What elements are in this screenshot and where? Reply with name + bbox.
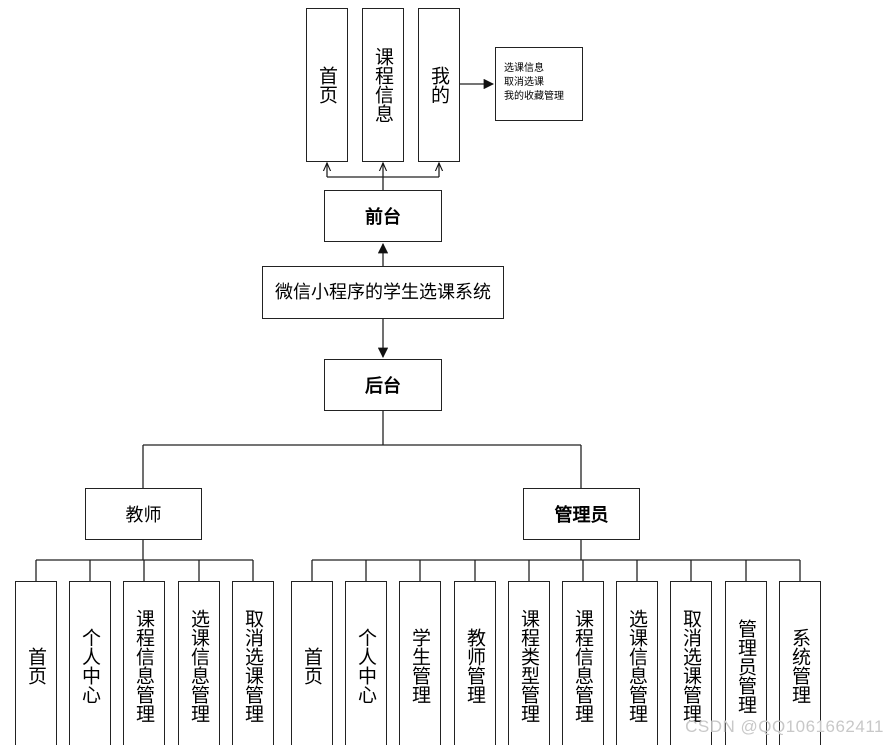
admin-module-course-info: 课程信息管理 xyxy=(562,581,604,745)
admin-module-label: 首页 xyxy=(301,647,323,685)
front-page-course-info-label: 课程信息 xyxy=(372,47,394,123)
admin-module-selection-info: 选课信息管理 xyxy=(616,581,658,745)
admin-module-home: 首页 xyxy=(291,581,333,745)
teacher-module-label: 取消选课管理 xyxy=(242,609,264,723)
admin-module-label: 选课信息管理 xyxy=(626,609,648,723)
admin-module-admins: 管理员管理 xyxy=(725,581,767,745)
front-end-box: 前台 xyxy=(324,190,442,242)
admin-box: 管理员 xyxy=(523,488,640,540)
front-page-course-info: 课程信息 xyxy=(362,8,404,162)
admin-module-profile: 个人中心 xyxy=(345,581,387,745)
teacher-module-course-info: 课程信息管理 xyxy=(123,581,165,745)
admin-module-students: 学生管理 xyxy=(399,581,441,745)
front-page-home: 首页 xyxy=(306,8,348,162)
system-root-label: 微信小程序的学生选课系统 xyxy=(275,281,491,303)
teacher-module-label: 课程信息管理 xyxy=(133,609,155,723)
front-end-label: 前台 xyxy=(365,207,401,228)
admin-label: 管理员 xyxy=(554,505,609,526)
admin-module-label: 课程类型管理 xyxy=(518,609,540,723)
admin-module-system: 系统管理 xyxy=(779,581,821,745)
admin-module-label: 课程信息管理 xyxy=(572,609,594,723)
admin-module-label: 学生管理 xyxy=(409,628,431,704)
teacher-module-home: 首页 xyxy=(15,581,57,745)
front-page-home-label: 首页 xyxy=(316,66,338,104)
teacher-label: 教师 xyxy=(125,505,162,526)
teacher-module-label: 个人中心 xyxy=(79,628,101,704)
admin-module-course-types: 课程类型管理 xyxy=(508,581,550,745)
admin-module-label: 取消选课管理 xyxy=(680,609,702,723)
teacher-module-cancel-selection: 取消选课管理 xyxy=(232,581,274,745)
mine-features-note: 选课信息 取消选课 我的收藏管理 xyxy=(495,47,583,121)
csdn-watermark: CSDN @QQ1061662411 xyxy=(685,717,884,736)
admin-module-label: 管理员管理 xyxy=(735,618,757,714)
front-page-mine-label: 我的 xyxy=(428,66,450,104)
admin-module-label: 个人中心 xyxy=(355,628,377,704)
back-end-label: 后台 xyxy=(365,376,401,397)
admin-module-label: 系统管理 xyxy=(789,628,811,704)
teacher-box: 教师 xyxy=(85,488,202,540)
teacher-module-profile: 个人中心 xyxy=(69,581,111,745)
system-root-box: 微信小程序的学生选课系统 xyxy=(262,266,504,319)
admin-module-teachers: 教师管理 xyxy=(454,581,496,745)
admin-module-cancel-selection: 取消选课管理 xyxy=(670,581,712,745)
teacher-module-label: 选课信息管理 xyxy=(188,609,210,723)
front-page-mine: 我的 xyxy=(418,8,460,162)
teacher-module-label: 首页 xyxy=(25,647,47,685)
teacher-module-selection-info: 选课信息管理 xyxy=(178,581,220,745)
admin-module-label: 教师管理 xyxy=(464,628,486,704)
back-end-box: 后台 xyxy=(324,359,442,411)
